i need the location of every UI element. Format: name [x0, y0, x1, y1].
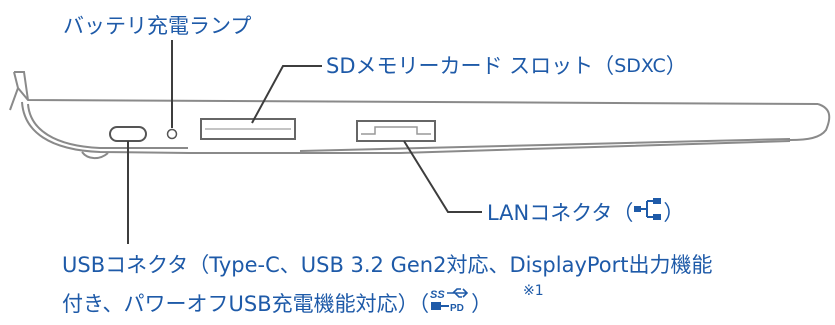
usb-connector-label-line1: USBコネクタ（Type-C、USB 3.2 Gen2対応、DisplayPor…: [62, 253, 713, 277]
sd-slot-label: SDメモリーカード スロット（ SDXC ）: [326, 52, 687, 80]
lan-connector-label: LANコネクタ（ ）: [487, 198, 684, 227]
usb-connector-label-line2: 付き、パワーオフUSB充電機能対応）（ SS PD ）: [62, 287, 492, 320]
sd-slot-label-prefix: SDメモリーカード スロット（: [326, 54, 615, 78]
lan-label-suffix: ）: [663, 200, 685, 225]
usb-c-port: [109, 126, 147, 142]
lan-port: [356, 120, 436, 142]
usb-label-line2-suffix: ）: [471, 291, 493, 316]
superspeed-usb-power-delivery-logo-icon: SS PD: [429, 287, 471, 320]
lan-network-icon: [633, 198, 663, 227]
battery-led-indicator: [166, 128, 178, 140]
sd-slot-label-suffix: ）: [665, 54, 687, 78]
svg-text:PD: PD: [450, 303, 464, 313]
lan-label-prefix: LANコネクタ（: [487, 200, 634, 225]
svg-text:SS: SS: [430, 289, 445, 301]
usb-label-line2-prefix: 付き、パワーオフUSB充電機能対応）（: [62, 291, 430, 316]
battery-led-label: バッテリ充電ランプ: [63, 14, 252, 38]
sd-slot-label-code: SDXC: [614, 55, 666, 77]
laptop-body-outline: [9, 71, 831, 160]
leader-lines: [127, 40, 482, 244]
footnote-mark: ※1: [523, 283, 544, 299]
